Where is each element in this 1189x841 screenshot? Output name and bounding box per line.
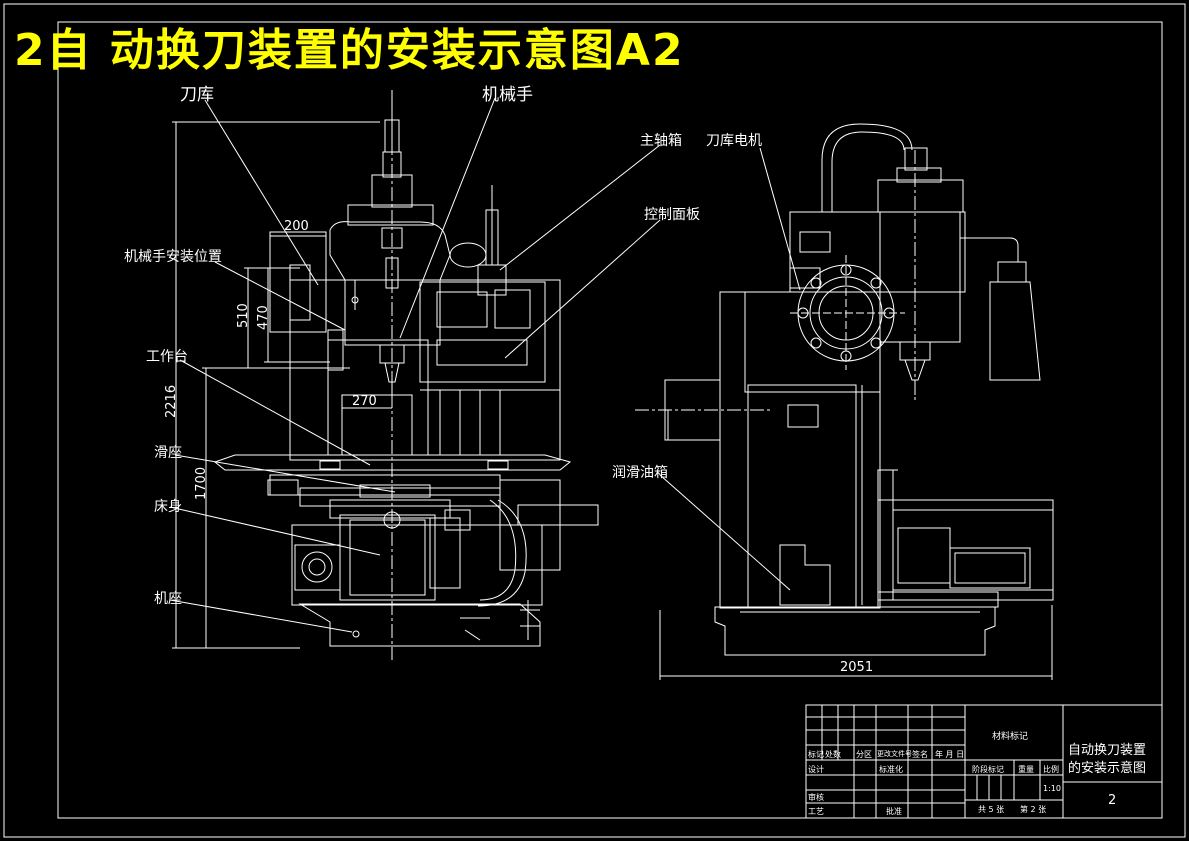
- tb-row-label-3: 更改文件号: [877, 750, 912, 758]
- side-view: [635, 123, 1054, 680]
- outer-border: [3, 3, 1186, 838]
- inner-border: [57, 21, 1163, 819]
- leader-lines-side: [659, 147, 801, 591]
- dim-510: 510: [236, 303, 251, 328]
- tb-design: 设计: [808, 765, 824, 774]
- label-bed: 床身: [154, 499, 182, 515]
- label-manipulator-mount: 机械手安装位置: [124, 249, 222, 265]
- leader-lines-front: [169, 97, 661, 633]
- dim-1700: 1700: [194, 466, 209, 500]
- dim-200: 200: [284, 219, 309, 234]
- drawing-title: 2自 动换刀装置的安装示意图A2: [14, 25, 685, 76]
- tb-weight: 重量: [1018, 765, 1034, 774]
- label-slide: 滑座: [154, 445, 182, 461]
- tb-stage-mark: 阶段标记: [972, 765, 1004, 774]
- tb-process: 工艺: [808, 807, 824, 816]
- tb-row-label-0: 标记: [808, 750, 824, 759]
- label-base: 机座: [154, 591, 182, 607]
- tb-row-label-5: 年 月 日: [935, 750, 965, 759]
- tb-check: 审核: [808, 793, 824, 802]
- label-magazine-motor: 刀库电机: [706, 133, 762, 149]
- front-view: [172, 90, 599, 660]
- tb-row-label-4: 签名: [912, 750, 928, 759]
- tb-scale: 比例: [1043, 765, 1059, 774]
- dim-470: 470: [256, 305, 271, 330]
- tb-name-line2: 的安装示意图: [1068, 761, 1147, 776]
- label-tool-magazine: 刀库: [180, 85, 214, 105]
- tb-row-label-1: 处数: [825, 750, 841, 759]
- dim-2216: 2216: [164, 384, 179, 418]
- tb-row-label-2: 分区: [856, 750, 872, 759]
- dim-2051: 2051: [840, 660, 874, 675]
- tb-material-mark: 材料标记: [992, 732, 1029, 742]
- tb-drawing-no: 2: [1108, 793, 1117, 808]
- label-manipulator: 机械手: [482, 85, 533, 105]
- tb-scale-value: 1:10: [1043, 784, 1061, 793]
- tb-name-line1: 自动换刀装置: [1068, 743, 1147, 758]
- label-worktable: 工作台: [146, 349, 188, 365]
- tb-approve: 批准: [886, 807, 902, 816]
- tb-sheets-total: 共 5 张: [978, 805, 1005, 814]
- tb-standardize: 标准化: [879, 765, 903, 774]
- dim-270: 270: [352, 394, 377, 409]
- label-spindle-box: 主轴箱: [640, 133, 682, 149]
- title-block-grid: [805, 704, 1163, 819]
- label-control-panel: 控制面板: [644, 207, 700, 223]
- label-lube-tank: 润滑油箱: [612, 465, 668, 481]
- tb-sheet-no: 第 2 张: [1020, 805, 1047, 814]
